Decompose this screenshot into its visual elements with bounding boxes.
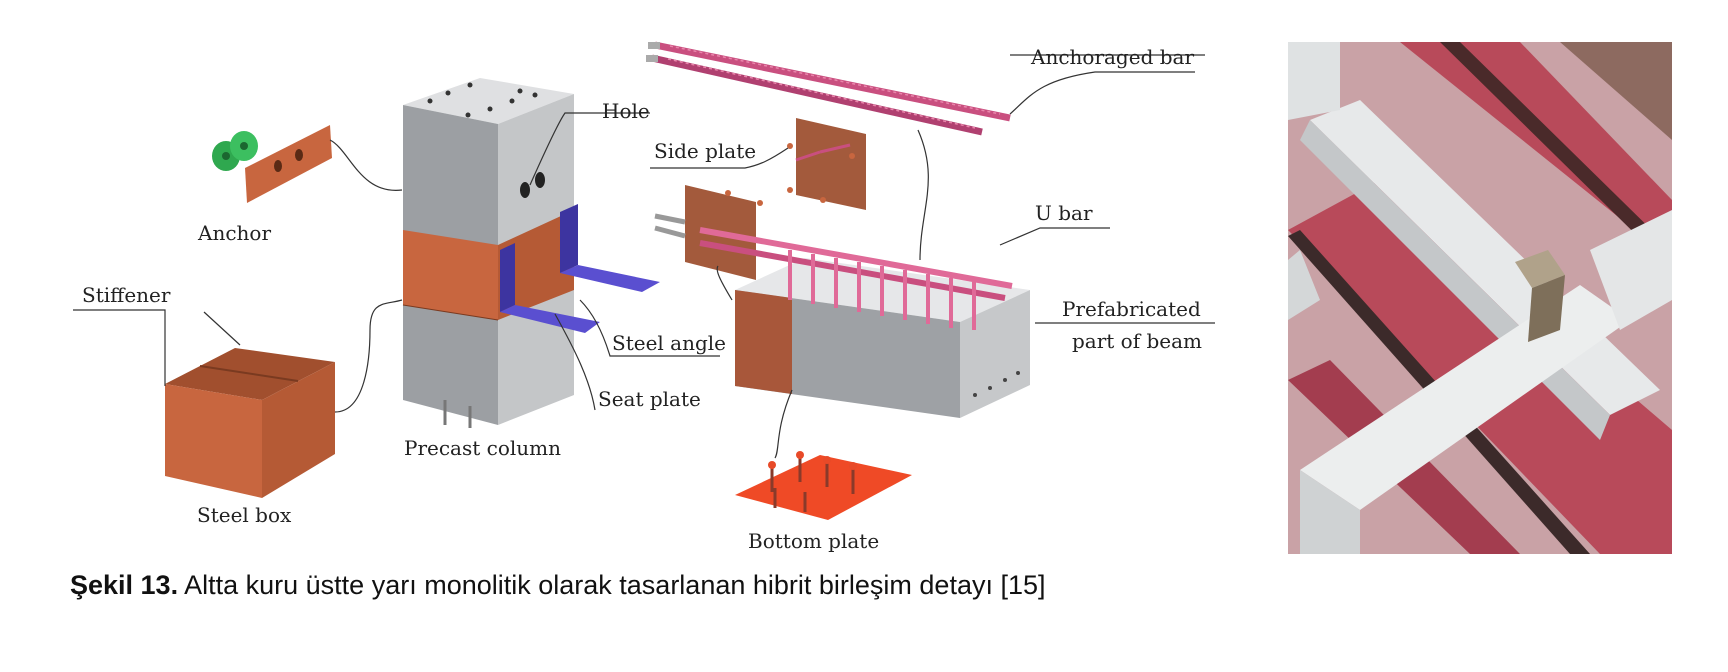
label-precast-column: Precast column xyxy=(404,436,561,460)
site-photo xyxy=(1288,42,1672,554)
side-plate-upper xyxy=(787,118,866,210)
precast-column xyxy=(402,78,574,428)
diagram-labels: Hole Side plate Anchoraged bar Anchor U … xyxy=(82,45,1202,553)
steel-box xyxy=(165,348,335,498)
caption-number: Şekil 13. xyxy=(70,570,179,600)
bottom-plate xyxy=(735,451,912,520)
caption-text: Altta kuru üstte yarı monolitik olarak t… xyxy=(178,570,1046,600)
label-prefab-line2: part of beam xyxy=(1072,329,1202,353)
label-anchoraged-bar: Anchoraged bar xyxy=(1030,45,1194,69)
label-stiffener: Stiffener xyxy=(82,283,171,307)
label-bottom-plate: Bottom plate xyxy=(748,529,879,553)
anchoraged-bars xyxy=(646,41,1011,136)
figure-caption: Şekil 13. Altta kuru üstte yarı monoliti… xyxy=(70,570,1046,601)
u-bars xyxy=(699,227,1013,330)
steel-angle xyxy=(500,204,660,333)
label-steel-box: Steel box xyxy=(197,503,292,527)
label-side-plate: Side plate xyxy=(654,139,756,163)
label-u-bar: U bar xyxy=(1035,201,1093,225)
anchor-assembly xyxy=(212,125,332,203)
label-anchor: Anchor xyxy=(197,221,271,245)
label-steel-angle: Steel angle xyxy=(612,331,726,355)
label-seat-plate: Seat plate xyxy=(598,387,701,411)
label-prefab-line1: Prefabricated xyxy=(1062,297,1201,321)
leader-lines xyxy=(73,54,1215,459)
label-hole: Hole xyxy=(602,99,650,123)
